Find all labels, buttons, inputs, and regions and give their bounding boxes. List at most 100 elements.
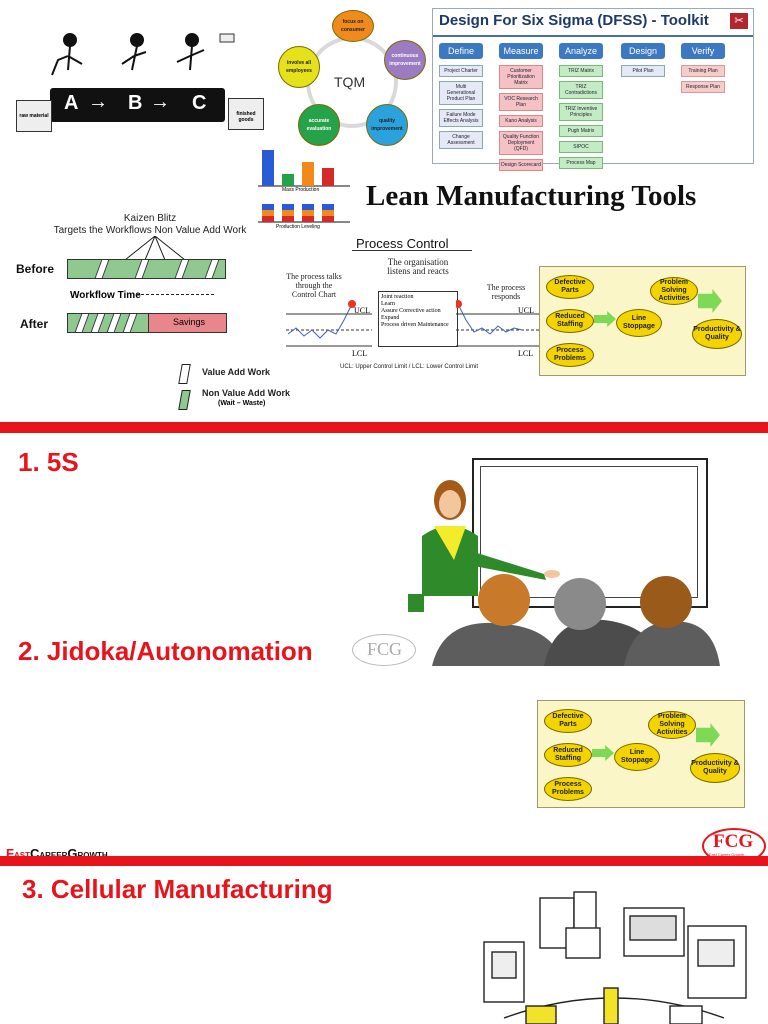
arrow-icon: → [88, 91, 108, 113]
kaizen-title: Kaizen Blitz [123, 213, 177, 224]
process-control-title: Process Control [356, 236, 449, 251]
presenter-illustration [408, 480, 720, 666]
lcl-label: LCL [352, 349, 368, 358]
dfss-divider [433, 35, 753, 37]
dfss-item: TRIZ Matrix [559, 65, 603, 77]
diagram-node: Process Problems [544, 777, 592, 801]
after-strip [67, 313, 149, 333]
leveling-bars [258, 150, 350, 223]
finished-goods-label: finished goods [236, 111, 256, 123]
raw-material-label: raw material [19, 113, 49, 119]
dfss-column-analyze: Analyze TRIZ Matrix TRIZ Contradictions … [559, 43, 603, 173]
diagram-node: Productivity & Quality [690, 753, 740, 783]
conveyor-belt: A → B → C [50, 88, 225, 122]
dfss-column-design: Design Pilot Plan [621, 43, 665, 81]
dfss-item: SIPOC [559, 141, 603, 153]
section-divider [0, 422, 768, 433]
jidoka-diagram-top: Defective Parts Reduced Staffing Process… [539, 266, 746, 376]
tqm-cycle: TQM focus on consumer continuous improve… [276, 10, 426, 150]
control-chart-left [286, 300, 372, 347]
tqm-node: continuous improvement [384, 40, 426, 80]
pc-right-text: The process responds [486, 283, 526, 301]
dfss-item: Project Charter [439, 65, 483, 77]
kaizen-subtitle: Targets the Workflows Non Value Add Work [53, 225, 247, 236]
arrow-icon: → [150, 91, 170, 113]
production-leveling-graphic: Mass Production Production Leveling [254, 146, 354, 236]
dfss-toolkit: Design For Six Sigma (DFSS) - Toolkit ✂ … [432, 8, 754, 171]
production-leveling-label: Production Leveling [276, 224, 320, 230]
pc-bullet: Process driven Maintenance [381, 322, 449, 328]
workers-drawing [51, 33, 235, 76]
diagram-node: Defective Parts [544, 709, 592, 733]
pc-footnote: UCL: Upper Control Limit / LCL: Lower Co… [340, 364, 479, 370]
diagram-node: Problem Solving Activities [648, 711, 696, 739]
watermark-text: FCG [367, 639, 403, 659]
brand-letter: F [6, 846, 14, 861]
kaizen-arrows [124, 236, 186, 261]
before-label: Before [16, 262, 55, 276]
dfss-item: VOC Research Plan [499, 93, 543, 111]
cellular-machines-illustration [483, 891, 747, 1024]
process-control-line [352, 250, 472, 251]
finished-goods-box: finished goods [228, 98, 264, 130]
diagram-node: Reduced Staffing [546, 309, 594, 333]
diagram-node: Line Stoppage [614, 743, 660, 771]
dfss-item: Training Plan [681, 65, 725, 77]
brand-letter: G [67, 846, 78, 861]
tqm-center: TQM [334, 74, 366, 90]
tqm-node: focus on consumer [332, 10, 374, 42]
raw-material-box: raw material [16, 100, 52, 132]
diagram-node: Reduced Staffing [544, 743, 592, 767]
dfss-column-measure: Measure Customer Prioritization Matrix V… [499, 43, 543, 175]
diagram-node: Process Problems [546, 343, 594, 367]
mass-production-label: Mass Production [282, 187, 320, 193]
tqm-node: involve all employees [278, 46, 320, 88]
arrow-icon [698, 289, 722, 313]
workflow-time-label: Workflow Time [70, 290, 141, 301]
page-title: Lean Manufacturing Tools [366, 180, 697, 212]
brand-letter: C [29, 846, 40, 861]
section-title-5s: 1. 5S [18, 447, 79, 477]
arrow-icon [594, 311, 616, 327]
dfss-column-verify: Verify Training Plan Response Plan [681, 43, 725, 97]
step-a: A [64, 92, 79, 114]
after-label: After [20, 317, 49, 331]
nonvalue-legend: Non Value Add Work [202, 388, 291, 398]
savings-bar: Savings [148, 313, 227, 333]
ucl-label: UCL [518, 306, 534, 315]
logo-text: FCG [713, 831, 754, 852]
pc-bullet: Expand [381, 315, 400, 321]
section-title-jidoka: 2. Jidoka/Autonomation [18, 636, 313, 666]
pc-bullet: Assure Corrective action [381, 308, 441, 314]
arrow-icon [592, 745, 614, 761]
pc-bullet-box: Joint reaction Learn Assure Corrective a… [378, 291, 458, 347]
step-c: C [192, 92, 207, 114]
control-chart-right [456, 300, 540, 347]
diagram-node: Line Stoppage [616, 309, 662, 337]
lcl-label: LCL [518, 349, 534, 358]
section-title-cellular: 3. Cellular Manufacturing [22, 874, 333, 904]
dfss-column-head: Design [621, 43, 665, 59]
dfss-item: Quality Function Deployment (QFD) [499, 131, 543, 155]
pc-left-text: The process talks through the Control Ch… [286, 272, 342, 299]
dfss-column-head: Measure [499, 43, 543, 59]
value-add-legend: Value Add Work [202, 367, 271, 377]
dfss-column-head: Verify [681, 43, 725, 59]
dfss-item: Pilot Plan [621, 65, 665, 77]
dfss-item: Multi Generational Product Plan [439, 81, 483, 105]
pc-middle-text: The organisation listens and reacts [387, 257, 449, 276]
brand-word: AREER [39, 851, 67, 860]
fcg-watermark: FCG [352, 634, 416, 666]
brand-word: ROWTH [77, 851, 107, 860]
tqm-node: accurate evaluation [298, 104, 340, 146]
diagram-node: Productivity & Quality [692, 319, 742, 349]
dfss-item: Failure Mode Effects Analysis [439, 109, 483, 127]
pc-bullet: Learn [381, 301, 395, 307]
arrow-icon [696, 723, 720, 747]
tqm-node: quality improvement [366, 104, 408, 146]
tools-icon: ✂ [730, 13, 748, 29]
dfss-item: Customer Prioritization Matrix [499, 65, 543, 89]
dfss-item: Response Plan [681, 81, 725, 93]
ucl-label: UCL [354, 306, 370, 315]
abc-illustration [12, 30, 262, 140]
